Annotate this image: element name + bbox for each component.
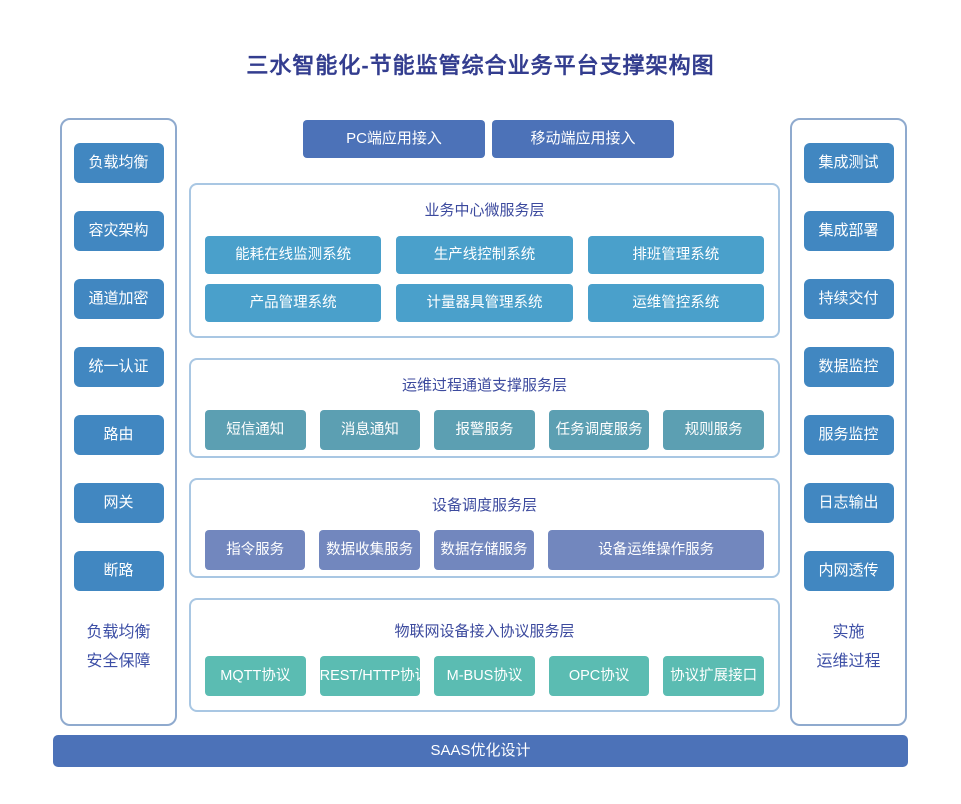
block-routing: 路由 [73, 415, 164, 455]
layer-grid: 能耗在线监测系统 生产线控制系统 排班管理系统 产品管理系统 计量器具管理系统 … [191, 236, 778, 322]
page-title: 三水智能化-节能监管综合业务平台支撑架构图 [246, 53, 715, 78]
block-m-bus-protocol: M-BUS协议 [434, 656, 535, 696]
block-data-storage-service: 数据存储服务 [433, 530, 535, 570]
block-alarm-service: 报警服务 [434, 410, 535, 450]
block-command-service: 指令服务 [205, 530, 306, 570]
left-panel-caption-line2: 安全保障 [86, 653, 151, 670]
block-continuous-delivery: 持续交付 [803, 279, 894, 319]
layer-row: MQTT协议 REST/HTTP协议 M-BUS协议 OPC协议 协议扩展接口 [191, 656, 778, 696]
block-task-scheduling-service: 任务调度服务 [548, 410, 650, 450]
layer-title: 业务中心微服务层 [424, 202, 545, 219]
layer-title: 运维过程通道支撑服务层 [401, 377, 567, 394]
block-metering-device-management-system: 计量器具管理系统 [396, 284, 573, 322]
layer-business-microservices: 业务中心微服务层 能耗在线监测系统 生产线控制系统 排班管理系统 产品管理系统 … [189, 183, 780, 338]
block-gateway: 网关 [73, 483, 164, 523]
block-data-collection-service: 数据收集服务 [319, 530, 420, 570]
left-panel-caption-line1: 负载均衡 [86, 624, 151, 641]
block-sms-notification: 短信通知 [205, 410, 306, 450]
block-rest-http-protocol: REST/HTTP协议 [319, 656, 421, 696]
layer-row: 短信通知 消息通知 报警服务 任务调度服务 规则服务 [191, 410, 778, 450]
block-integration-deployment: 集成部署 [803, 211, 894, 251]
block-product-management-system: 产品管理系统 [205, 284, 382, 322]
right-panel-caption: 实施 运维过程 [792, 618, 905, 676]
left-panel-caption: 负载均衡 安全保障 [62, 618, 175, 676]
mobile-access-block: 移动端应用接入 [492, 120, 674, 158]
right-panel-caption-line1: 实施 [832, 624, 865, 641]
block-intranet-tunneling: 内网透传 [803, 551, 894, 591]
block-rule-service: 规则服务 [663, 410, 764, 450]
block-production-line-control-system: 生产线控制系统 [396, 236, 573, 274]
layer-title: 物联网设备接入协议服务层 [394, 623, 575, 640]
block-disaster-recovery: 容灾架构 [73, 211, 164, 251]
block-service-monitoring: 服务监控 [803, 415, 894, 455]
block-shift-scheduling-system: 排班管理系统 [587, 236, 764, 274]
right-panel-caption-line2: 运维过程 [816, 653, 881, 670]
layer-title: 设备调度服务层 [431, 497, 537, 514]
block-data-monitoring: 数据监控 [803, 347, 894, 387]
layer-iot-protocol: 物联网设备接入协议服务层 MQTT协议 REST/HTTP协议 M-BUS协议 … [189, 598, 780, 712]
block-opc-protocol: OPC协议 [548, 656, 650, 696]
right-panel: 集成测试 集成部署 持续交付 数据监控 服务监控 日志输出 内网透传 实施 运维… [790, 118, 907, 726]
block-channel-encryption: 通道加密 [73, 279, 164, 319]
left-panel: 负载均衡 容灾架构 通道加密 统一认证 路由 网关 断路 负载均衡 安全保障 [60, 118, 177, 726]
block-ops-control-system: 运维管控系统 [587, 284, 764, 322]
saas-optimization-bar: SAAS优化设计 [53, 735, 908, 767]
block-unified-auth: 统一认证 [73, 347, 164, 387]
block-energy-monitoring-system: 能耗在线监测系统 [205, 236, 382, 274]
block-log-output: 日志输出 [803, 483, 894, 523]
block-circuit-breaker: 断路 [73, 551, 164, 591]
layer-device-dispatch: 设备调度服务层 指令服务 数据收集服务 数据存储服务 设备运维操作服务 [189, 478, 780, 578]
block-message-notification: 消息通知 [319, 410, 421, 450]
block-integration-testing: 集成测试 [803, 143, 894, 183]
top-access-row: PC端应用接入 移动端应用接入 [303, 120, 674, 158]
block-mqtt-protocol: MQTT协议 [205, 656, 306, 696]
block-protocol-extension-interface: 协议扩展接口 [663, 656, 764, 696]
pc-access-block: PC端应用接入 [303, 120, 485, 158]
layer-row: 指令服务 数据收集服务 数据存储服务 设备运维操作服务 [191, 530, 778, 570]
block-load-balancing: 负载均衡 [73, 143, 164, 183]
block-device-ops-operation-service: 设备运维操作服务 [548, 530, 764, 570]
layer-ops-channel-support: 运维过程通道支撑服务层 短信通知 消息通知 报警服务 任务调度服务 规则服务 [189, 358, 780, 458]
